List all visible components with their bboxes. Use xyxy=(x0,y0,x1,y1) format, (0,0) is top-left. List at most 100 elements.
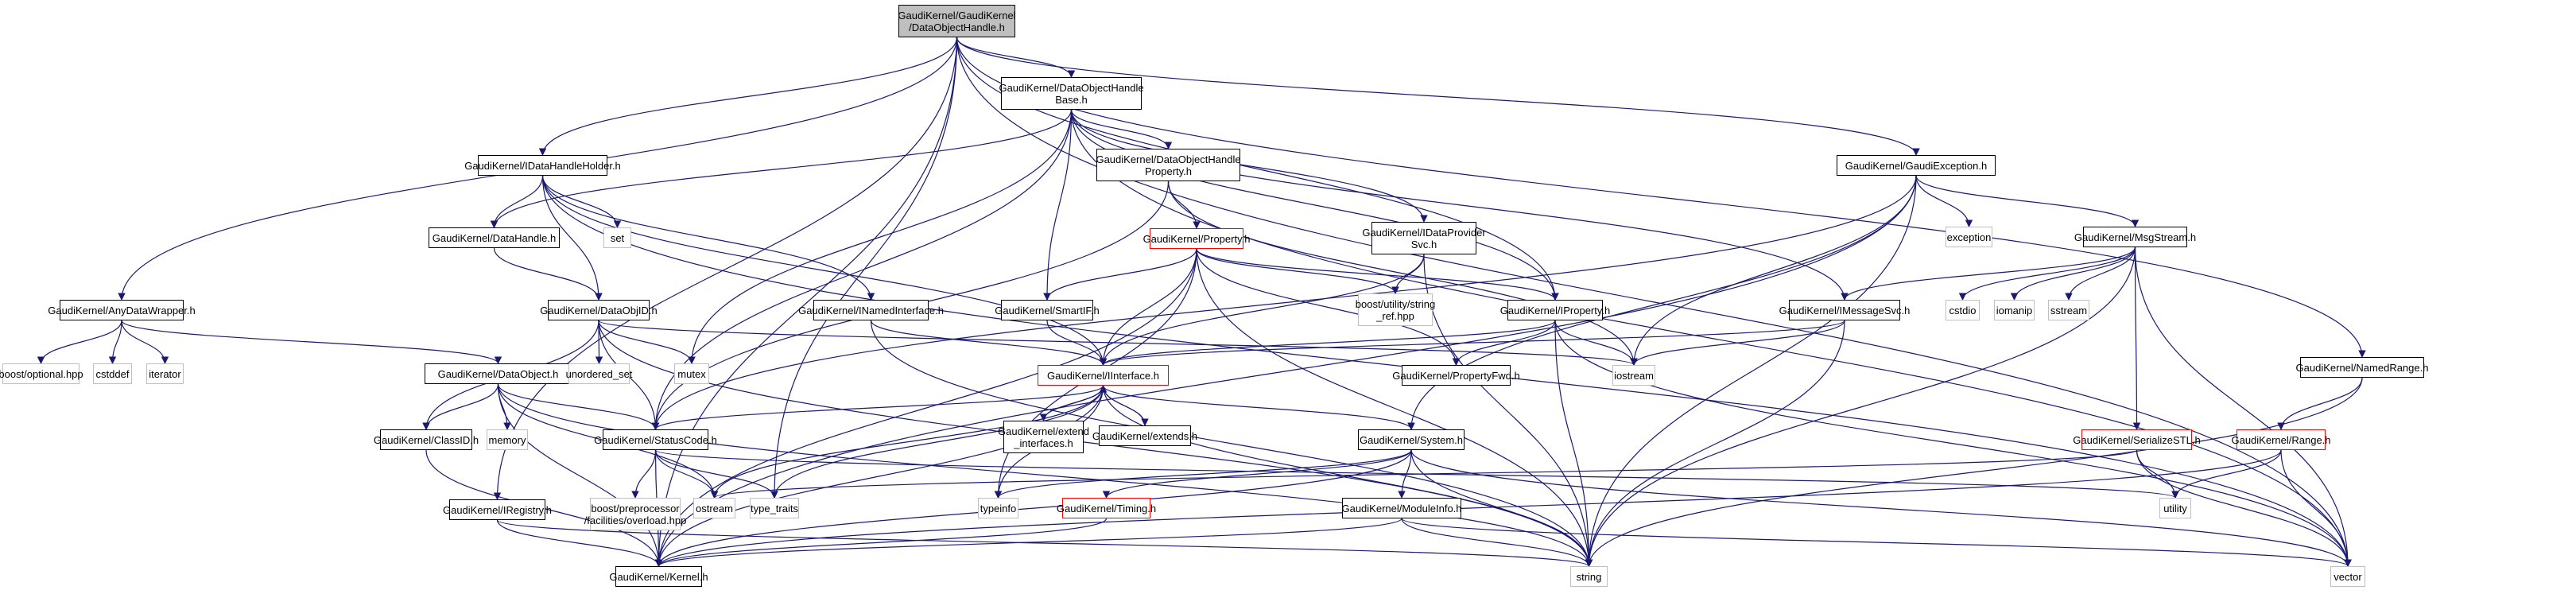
edge-msgs-to-string xyxy=(1585,247,2136,567)
edge-ini-to-iif xyxy=(870,320,1108,366)
edge-sc-to-bpp xyxy=(631,449,657,499)
graph-node-clid[interactable]: GaudiKernel/ClassID.h xyxy=(374,429,479,450)
edge-adw-to-cstddef xyxy=(108,320,122,364)
graph-node-sif[interactable]: GaudiKernel/SmartIF.h xyxy=(995,300,1100,320)
edge-idps-to-bsr xyxy=(1391,254,1425,294)
graph-node-prop[interactable]: GaudiKernel/Property.h xyxy=(1143,228,1250,249)
graph-node-utility[interactable]: utility xyxy=(2159,498,2191,518)
edge-imsg-to-iostream xyxy=(1630,320,1845,366)
graph-node-adw[interactable]: GaudiKernel/AnyDataWrapper.h xyxy=(48,300,196,320)
graph-node-ostream[interactable]: ostream xyxy=(693,498,735,518)
edge-iif-to-sys xyxy=(1102,385,1415,430)
edge-dobj-to-sc xyxy=(497,383,660,430)
graph-node-string[interactable]: string xyxy=(1570,566,1608,587)
edge-idhh-to-set xyxy=(541,175,622,228)
graph-node-root[interactable]: GaudiKernel/GaudiKernel /DataObjectHandl… xyxy=(898,5,1016,37)
graph-node-cstdio[interactable]: cstdio xyxy=(1946,300,1980,320)
graph-node-extends[interactable]: GaudiKernel/extends.h xyxy=(1092,425,1197,446)
graph-node-iostream[interactable]: iostream xyxy=(1612,365,1655,386)
edge-root-to-iprop xyxy=(956,37,1559,301)
graph-node-kernel[interactable]: GaudiKernel/Kernel.h xyxy=(609,566,708,587)
graph-node-iterator[interactable]: iterator xyxy=(146,363,184,384)
graph-node-ireg[interactable]: GaudiKernel/IRegistry.h xyxy=(443,499,552,520)
edge-iprop-to-vector xyxy=(1554,320,2352,567)
edge-ini-to-string xyxy=(870,320,1593,567)
graph-node-msgs[interactable]: GaudiKernel/MsgStream.h xyxy=(2074,227,2196,247)
edge-iif-to-ttraits xyxy=(770,385,1104,499)
graph-node-doid[interactable]: GaudiKernel/DataObjID.h xyxy=(540,300,658,320)
graph-node-dobj[interactable]: GaudiKernel/DataObject.h xyxy=(425,363,572,384)
graph-node-bsr[interactable]: boost/utility/string _ref.hpp xyxy=(1356,293,1435,326)
edge-iprop-to-pfwd xyxy=(1452,320,1556,366)
graph-node-uset[interactable]: unordered_set xyxy=(566,363,632,384)
edge-minfo-to-vector xyxy=(1401,518,2352,567)
graph-node-iif[interactable]: GaudiKernel/IInterface.h xyxy=(1038,365,1169,386)
graph-node-typeinfo[interactable]: typeinfo xyxy=(978,498,1018,518)
edge-idhh-to-dh xyxy=(490,175,544,228)
graph-node-idps[interactable]: GaudiKernel/IDataProvider Svc.h xyxy=(1362,222,1486,254)
edge-nrange-to-range xyxy=(2277,377,2363,430)
edge-root-to-vector xyxy=(956,37,2352,567)
edge-idhh-to-ini xyxy=(541,175,875,301)
edge-iif-to-kernel xyxy=(654,385,1104,567)
edge-sys-to-vector xyxy=(1410,449,2352,567)
edge-dohb-to-iprop xyxy=(1070,109,1559,301)
graph-node-sstream[interactable]: sstream xyxy=(2048,300,2089,320)
graph-node-minfo[interactable]: GaudiKernel/ModuleInfo.h xyxy=(1341,498,1462,518)
graph-node-sstl[interactable]: GaudiKernel/SerializeSTL.h xyxy=(2073,429,2201,450)
graph-node-cstddef[interactable]: cstddef xyxy=(93,363,132,384)
graph-node-ttraits[interactable]: type_traits xyxy=(750,498,799,518)
graph-node-dohb[interactable]: GaudiKernel/DataObjectHandle Base.h xyxy=(999,77,1144,110)
edge-sstl-to-vector xyxy=(2136,449,2352,567)
edge-imsg-to-string xyxy=(1585,320,1845,567)
graph-node-imsg[interactable]: GaudiKernel/IMessageSvc.h xyxy=(1779,300,1910,320)
graph-node-memory[interactable]: memory xyxy=(487,429,528,450)
graph-node-ini[interactable]: GaudiKernel/INamedInterface.h xyxy=(798,300,944,320)
edge-prop-to-iif xyxy=(1099,248,1197,366)
graph-node-dh[interactable]: GaudiKernel/DataHandle.h xyxy=(429,227,560,248)
graph-node-mutex[interactable]: mutex xyxy=(674,363,709,384)
edge-nrange-to-string xyxy=(1585,377,2363,567)
graph-node-dohp[interactable]: GaudiKernel/DataObjectHandle Property.h xyxy=(1096,149,1241,181)
edge-prop-to-kernel xyxy=(654,248,1197,567)
edge-sstl-to-ostream xyxy=(711,449,2138,499)
edge-minfo-to-kernel xyxy=(654,518,1402,567)
edge-dobj-to-string xyxy=(497,383,1593,567)
edge-idps-to-iif xyxy=(1099,254,1425,366)
graph-node-idhh[interactable]: GaudiKernel/IDataHandleHolder.h xyxy=(464,155,621,176)
graph-node-extif[interactable]: GaudiKernel/extend _interfaces.h xyxy=(998,421,1089,453)
edge-root-to-ttraits xyxy=(770,37,958,499)
graph-node-iprop[interactable]: GaudiKernel/IProperty.h xyxy=(1500,300,1610,320)
edge-sys-to-typeinfo xyxy=(994,449,1412,499)
graph-node-timing[interactable]: GaudiKernel/Timing.h xyxy=(1057,498,1156,518)
graph-node-nrange[interactable]: GaudiKernel/NamedRange.h xyxy=(2296,357,2428,378)
edge-iprop-to-string xyxy=(1554,320,1593,567)
graph-node-sc[interactable]: GaudiKernel/StatusCode.h xyxy=(594,429,717,450)
edge-range-to-kernel xyxy=(654,449,2282,567)
edge-msgs-to-sstream xyxy=(2065,247,2136,301)
edge-idhh-to-doid xyxy=(541,175,603,301)
graph-node-pfwd[interactable]: GaudiKernel/PropertyFwd.h xyxy=(1392,365,1520,386)
graph-node-iomanip[interactable]: iomanip xyxy=(1994,300,2035,320)
graph-node-vector[interactable]: vector xyxy=(2330,566,2365,587)
edge-dh-to-doid xyxy=(493,247,603,301)
edge-iif-to-ostream xyxy=(710,385,1104,499)
edge-sys-to-kernel xyxy=(654,449,1412,567)
graph-node-sys[interactable]: GaudiKernel/System.h xyxy=(1358,429,1465,450)
graph-node-bopt[interactable]: boost/optional.hpp xyxy=(0,363,83,384)
edge-imsg-to-iif xyxy=(1099,320,1845,366)
edge-prop-to-pfwd xyxy=(1196,248,1461,366)
edge-msgs-to-vector xyxy=(2134,247,2352,567)
graph-node-bpp[interactable]: boost/preprocessor /facilities/overload.… xyxy=(584,498,686,530)
edge-dohb-to-imsg xyxy=(1070,109,1849,301)
edge-gexc-to-iostream xyxy=(1630,175,1917,366)
edge-gexc-to-sc xyxy=(651,175,1917,430)
graph-node-gexc[interactable]: GaudiKernel/GaudiException.h xyxy=(1837,155,1996,176)
graph-node-set[interactable]: set xyxy=(603,227,631,248)
edge-idhh-to-iif xyxy=(541,175,1108,366)
edge-gexc-to-exception xyxy=(1915,175,1973,227)
graph-node-range[interactable]: GaudiKernel/Range.h xyxy=(2231,429,2331,450)
edge-minfo-to-string xyxy=(1401,518,1593,567)
edge-gexc-to-kernel xyxy=(654,175,1917,567)
graph-node-exception[interactable]: exception xyxy=(1946,227,1992,247)
